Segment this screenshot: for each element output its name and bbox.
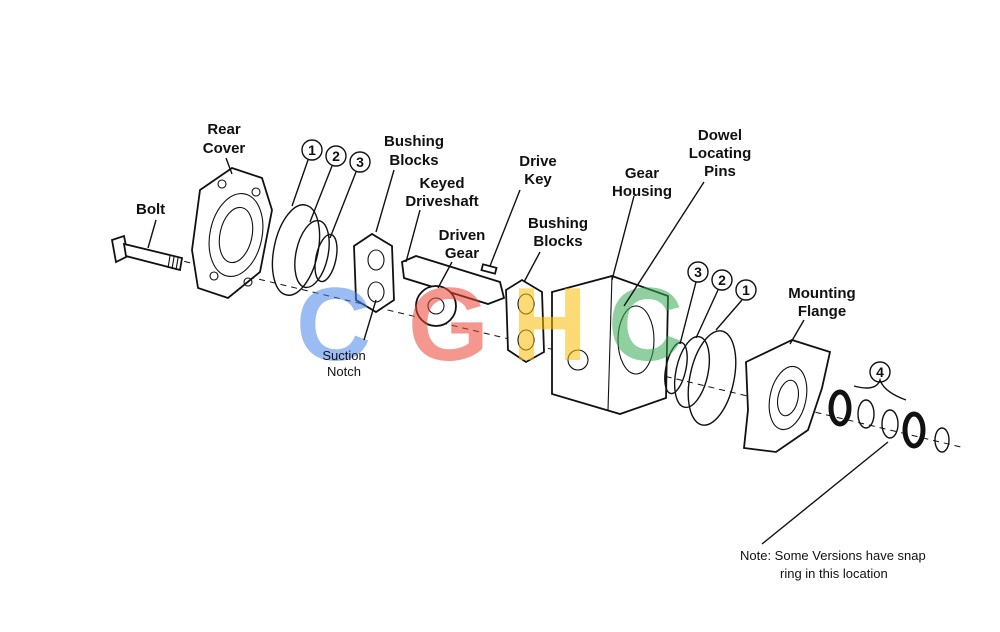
gear-housing-part — [551, 275, 669, 415]
leader-lines — [147, 157, 907, 545]
label-driven-gear-line2: Gear — [445, 245, 479, 262]
callout-circle-right-3: 3 — [687, 261, 709, 283]
label-gear-housing-line2: Housing — [612, 183, 672, 200]
label-drive-key-line1: Drive — [519, 153, 557, 170]
label-drive-key-line2: Key — [524, 171, 552, 188]
label-rear-cover-line1: Rear — [207, 121, 241, 138]
bolt-part — [110, 234, 184, 272]
label-gear-housing-line1: Gear — [625, 165, 659, 182]
rear-cover-part — [191, 167, 273, 300]
driven-gear-part — [415, 285, 457, 327]
label-suction-notch-line1: Suction — [322, 348, 365, 363]
watermark-letter-2: G — [408, 267, 489, 383]
label-mounting-flange-line2: Flange — [798, 303, 846, 320]
callout-right-1-text: 1 — [742, 282, 750, 298]
callout-circle-seal-4: 4 — [869, 361, 891, 383]
label-bushing-blocks-right-line1: Bushing — [528, 215, 588, 232]
label-rear-cover-line2: Cover — [203, 140, 246, 157]
callout-circle-right-1: 1 — [735, 279, 757, 301]
note-line1: Note: Some Versions have snap — [740, 548, 926, 563]
label-dowel-pins-line3: Pins — [704, 163, 736, 180]
label-bolt: Bolt — [136, 201, 165, 218]
callout-left-2-text: 2 — [332, 148, 340, 164]
watermark-letter-1: C — [296, 267, 371, 383]
watermark: C G H C — [296, 267, 683, 383]
label-mounting-flange-line1: Mounting — [788, 285, 855, 302]
keyed-driveshaft-part — [401, 255, 506, 305]
callout-circle-left-2: 2 — [325, 145, 347, 167]
watermark-letter-3: H — [512, 267, 587, 383]
shaft-seal-parts — [828, 389, 950, 453]
label-bushing-blocks-left-line1: Bushing — [384, 133, 444, 150]
bushing-block-right-part — [505, 278, 545, 364]
seal-rings-right — [664, 330, 737, 426]
callout-seal-4-text: 4 — [876, 364, 884, 380]
mounting-flange-part — [743, 339, 832, 453]
seal-rings-left — [271, 204, 338, 296]
label-dowel-pins-line2: Locating — [689, 145, 752, 162]
callout-circle-left-3: 3 — [349, 151, 371, 173]
callout-right-2-text: 2 — [718, 272, 726, 288]
label-keyed-driveshaft-line1: Keyed — [419, 175, 464, 192]
callout-right-3-text: 3 — [694, 264, 702, 280]
callout-circle-left-1: 1 — [301, 139, 323, 161]
label-keyed-driveshaft-line2: Driveshaft — [405, 193, 478, 210]
label-driven-gear-line1: Driven — [439, 227, 486, 244]
label-dowel-pins-line1: Dowel — [698, 127, 742, 144]
label-suction-notch-line2: Notch — [327, 364, 361, 379]
note-line2: ring in this location — [780, 566, 888, 581]
bushing-block-left-part — [353, 232, 395, 314]
callout-circle-right-2: 2 — [711, 269, 733, 291]
watermark-letter-4: C — [608, 267, 683, 383]
callout-left-3-text: 3 — [356, 154, 364, 170]
label-bushing-blocks-left-line2: Blocks — [389, 152, 438, 169]
label-bushing-blocks-right-line2: Blocks — [533, 233, 582, 250]
callout-left-1-text: 1 — [308, 142, 316, 158]
